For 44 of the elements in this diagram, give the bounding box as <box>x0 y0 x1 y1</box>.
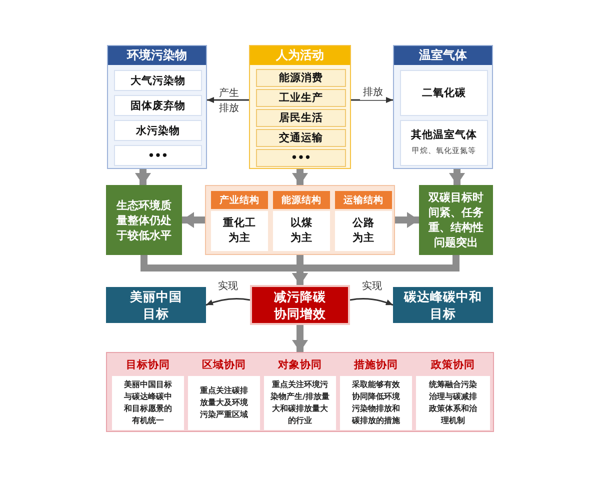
column-heading: 政策协同 <box>430 358 476 373</box>
arrow <box>292 169 308 185</box>
status-box: 生态环境质量整体仍处于较低水平 <box>106 185 182 255</box>
column-heading: 运输结构 <box>335 191 392 209</box>
item-box: ••• <box>114 145 202 166</box>
column-text: 重化工为主 <box>211 211 268 251</box>
arrow <box>207 97 249 103</box>
arrow <box>449 169 465 185</box>
panel-heading: 人为活动 <box>250 46 350 65</box>
item-box: 能源消费 <box>256 69 346 87</box>
item-box: 交通运输 <box>256 129 346 147</box>
arrow <box>292 325 308 352</box>
item-box: 固体废弃物 <box>114 95 202 116</box>
column-heading: 目标协同 <box>125 358 171 373</box>
column-heading: 区域协同 <box>201 358 247 373</box>
item-box: 居民生活 <box>256 109 346 127</box>
item-box: 大气污染物 <box>114 70 202 91</box>
item-box: ••• <box>256 149 346 167</box>
column-text: 公路为主 <box>335 211 392 251</box>
goal-box: 碳达峰碳中和目标 <box>393 287 493 323</box>
column-heading: 能源结构 <box>273 191 330 209</box>
panel-heading: 环境污染物 <box>108 46 206 65</box>
column-text: 以煤为主 <box>273 211 330 251</box>
column-heading: 产业结构 <box>211 191 268 209</box>
core-box: 减污降碳协同增效 <box>250 285 350 325</box>
item-box: 二氧化碳 <box>400 70 488 116</box>
item-box: 工业生产 <box>256 89 346 107</box>
edge-label: 排放 <box>360 86 386 100</box>
panel-heading: 温室气体 <box>394 46 492 65</box>
item-label: 其他温室气体 <box>410 128 478 143</box>
column-heading: 对象协同 <box>276 358 323 373</box>
arrow <box>350 298 394 306</box>
arrow <box>182 212 205 228</box>
item-box: 水污染物 <box>114 120 202 141</box>
arrow <box>351 97 393 103</box>
arrow <box>135 169 151 185</box>
synergy-panel <box>106 352 494 432</box>
status-box: 双碳目标时间紧、任务重、结构性问题突出 <box>419 185 493 255</box>
edge-label: 产生排放 <box>218 86 240 116</box>
arrow <box>206 298 250 306</box>
column-heading: 措施协同 <box>352 358 399 373</box>
goal-box: 美丽中国目标 <box>106 287 206 323</box>
arrow <box>395 212 419 228</box>
structure-panel <box>205 185 395 255</box>
